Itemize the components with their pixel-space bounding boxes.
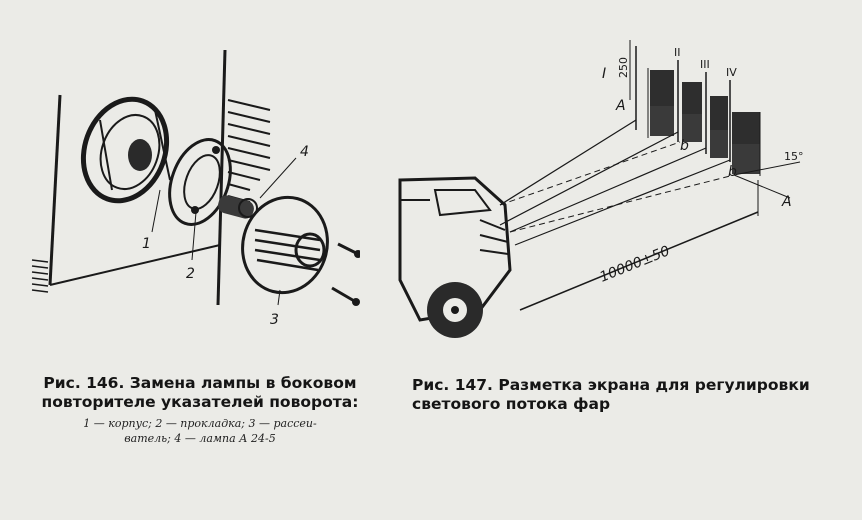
screen-grid [647,68,761,176]
point-a-left: A [615,98,626,114]
screw-lower [331,286,360,306]
label-3: 3 [270,312,279,328]
distance-dimension-line [519,211,759,311]
label-4: 4 [300,144,309,160]
distance-label: 10000±50 [598,243,673,286]
roman-label-1: I [602,66,606,82]
label-2: 2 [186,266,195,282]
panel-hatching [31,259,49,293]
figure-147-illustration: 250 I II III IV A b b A 15° 10000±50 [398,40,804,338]
angle-label: 15° [784,150,804,163]
leader-1 [151,189,161,233]
gasket-part [168,138,232,226]
figure-147-caption: Рис. 147. Разметка экрана для регулировк… [412,376,812,414]
truck [398,176,512,338]
figure-146-caption: Рис. 146. Замена лампы в боковом повтори… [30,374,370,446]
point-b-lower: b [728,164,737,180]
figure-147-title: Рис. 147. Разметка экрана для регулировк… [412,376,810,413]
roman-label-3: III [700,58,710,71]
legend-line-2: ватель; 4 — лампа А 24-5 [124,432,276,445]
leader-3 [277,289,281,306]
bracket-hatching [227,99,271,203]
leader-2 [191,211,197,261]
leader-4 [259,157,297,199]
figure-146-illustration: 1 2 3 4 [31,49,360,328]
panel-bottom [49,244,221,286]
figure-146-legend: 1 — корпус; 2 — прокладка; 3 — рассеи- в… [30,416,370,446]
dimension-height-label: 250 [617,57,630,78]
panel-edge [48,94,62,286]
roman-label-4: IV [726,66,737,79]
housing-part [80,96,171,204]
point-a-right: A [781,194,792,210]
bracket-edge [216,49,227,306]
lens-part [241,195,329,295]
point-b-upper: b [680,138,689,154]
label-1: 1 [142,236,151,252]
beam-rays [499,119,735,246]
roman-label-2: II [674,46,681,59]
figure-146-title: Рис. 146. Замена лампы в боковом повтори… [41,374,359,411]
angle-lines [733,161,801,199]
legend-line-1: 1 — корпус; 2 — прокладка; 3 — рассеи- [83,417,317,430]
lamp-part [218,195,258,219]
screw-upper [337,242,360,258]
